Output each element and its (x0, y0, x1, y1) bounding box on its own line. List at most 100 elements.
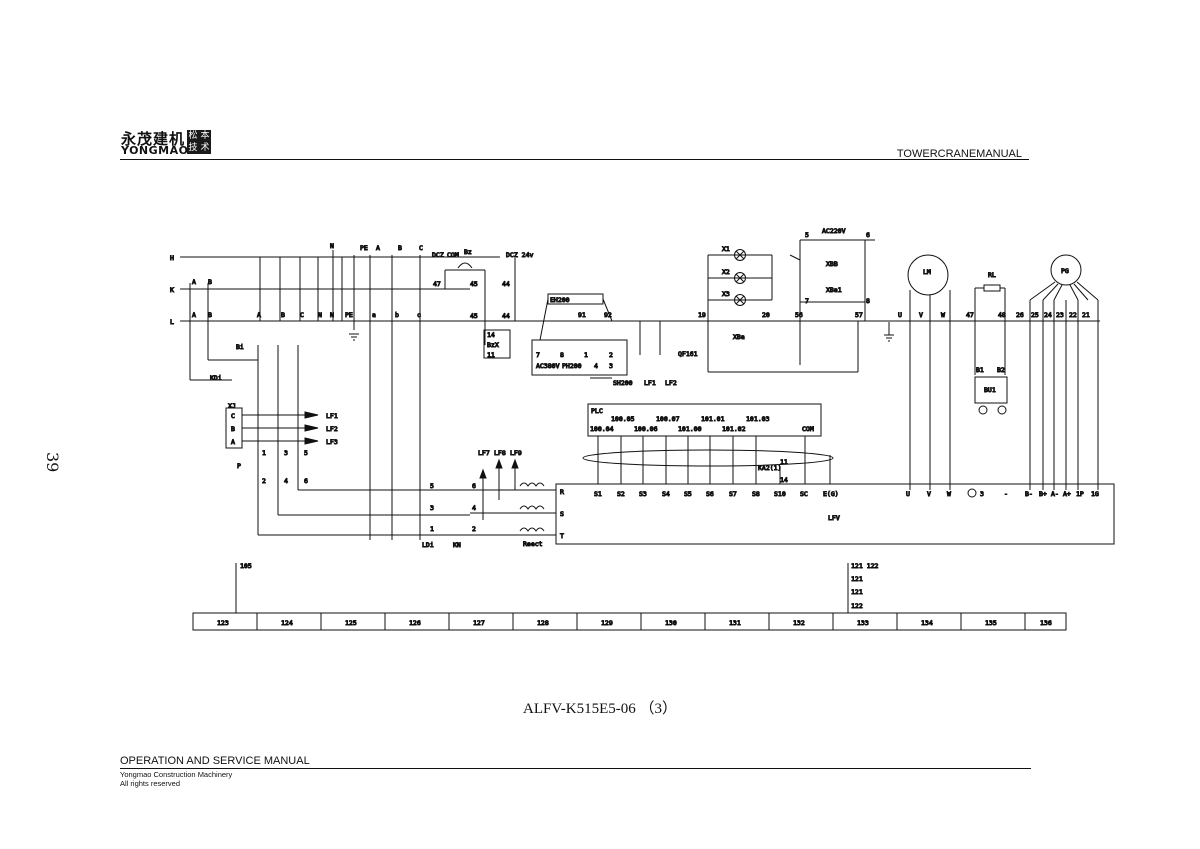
line-label-l: B (208, 311, 212, 319)
switch-num: 5 (304, 449, 308, 457)
plc-block (587, 403, 822, 437)
eh-term: 92 (604, 311, 612, 319)
eh-term: 2 (609, 351, 613, 359)
plc-top: 100.05 (611, 415, 635, 423)
ac-term: 5 (805, 231, 809, 239)
switch-num: 3 (284, 449, 288, 457)
plc-top: 101.01 (701, 415, 725, 423)
buzzer-symbol (444, 258, 516, 345)
ac-label: XBa (733, 333, 745, 341)
switch-num: 1 (262, 449, 266, 457)
lfv-term: S6 (706, 490, 714, 498)
bus-label: L (170, 318, 174, 326)
ac-label: XBa1 (826, 286, 842, 294)
lfv-term: S8 (752, 490, 760, 498)
motor-lm (907, 254, 949, 296)
seal-char: 本 (200, 131, 210, 141)
ac-label: XBB (826, 260, 838, 268)
ac-term: 56 (795, 311, 803, 319)
motor-lm-term: U (898, 311, 902, 319)
lf-right: LF1 (644, 379, 656, 387)
footer-rule (120, 768, 1031, 769)
dc-term: 47 (433, 280, 441, 288)
ld-label: KN (453, 541, 461, 549)
lfv-term: SC (800, 490, 808, 498)
lf-mid: LF7 (478, 449, 490, 457)
lf-right: LF2 (665, 379, 677, 387)
rst-label: R (560, 488, 564, 496)
lf-left: LF3 (326, 438, 338, 446)
dc-label: Bz (464, 248, 472, 256)
encoder-pg (1050, 254, 1082, 286)
plc-bot: 101.00 (678, 425, 702, 433)
ac-term: 6 (866, 231, 870, 239)
line-label-l: c (417, 311, 421, 319)
rl-term: 48 (998, 311, 1006, 319)
eh-term: 7 (536, 351, 540, 359)
pg-term: 24 (1044, 311, 1052, 319)
eh-term: 91 (578, 311, 586, 319)
top-label: N (330, 242, 334, 250)
ruler-cell: 129 (601, 619, 613, 627)
lamp-label: X1 (722, 245, 730, 253)
rl-term: 47 (966, 311, 974, 319)
ac-term: 20 (762, 311, 770, 319)
plc-top: 100.07 (656, 415, 680, 423)
diagram-caption: ALFV-K515E5-06 （3） (522, 701, 678, 717)
bottom-ref: 122 (851, 602, 863, 610)
bottom-ref: 105 (240, 562, 252, 570)
line-label-l: A (192, 311, 196, 319)
ruler-cell: 135 (985, 619, 997, 627)
eh-term: 8 (560, 351, 564, 359)
bus-label: K (170, 286, 174, 294)
lfv-term: - (1004, 490, 1008, 498)
pg-term: 22 (1069, 311, 1077, 319)
ld-label: LDi (422, 541, 434, 549)
lfv-term: 1P (1076, 490, 1084, 498)
ruler-cell: 127 (473, 619, 485, 627)
ac-term: 8 (866, 297, 870, 305)
ruler-cell: 124 (281, 619, 293, 627)
qf-label: QF161 (678, 350, 698, 358)
seal-char: 术 (200, 143, 210, 153)
line-label-l: C (300, 311, 304, 319)
lfv-term: W (947, 490, 951, 498)
top-risers (189, 250, 421, 540)
lfv-term: S3 (639, 490, 647, 498)
ground-symbol-2 (884, 322, 894, 342)
bzx-label: BzX (487, 341, 499, 349)
lfv-term: B+ (1039, 490, 1047, 498)
lamp-label: X2 (722, 268, 730, 276)
plc-bot: COM (802, 425, 814, 433)
ac-label: AC220V (822, 227, 846, 235)
resistor-rl (983, 284, 1001, 292)
ruler-cell: 125 (345, 619, 357, 627)
bu1-unit (974, 376, 1008, 404)
plc-bot: 100.04 (590, 425, 614, 433)
rl-term: B2 (997, 366, 1005, 374)
lfv-term: A+ (1063, 490, 1071, 498)
dc-label: DCZ 24v (506, 251, 533, 259)
line-label-l: b (395, 311, 399, 319)
footer-rights: All rights reserved (120, 779, 181, 788)
dc-term: 44 (502, 312, 510, 320)
bzx-label: 14 (487, 331, 495, 339)
line-label-l: B (281, 311, 285, 319)
pg-term: 25 (1031, 311, 1039, 319)
ruler-cell: 128 (537, 619, 549, 627)
ruler-cell: 136 (1040, 619, 1052, 627)
pg-term: 26 (1016, 311, 1024, 319)
ground-symbol (349, 333, 359, 341)
lfv-term: 3 (980, 490, 984, 498)
ld-wiring (470, 458, 556, 536)
lamp-block (707, 249, 859, 373)
ruler-cell: 126 (409, 619, 421, 627)
switch-num: 6 (304, 477, 308, 485)
bottom-ref: 121 122 (851, 562, 878, 570)
left-label: KDi (210, 374, 222, 382)
lfv-term: 1G (1091, 490, 1099, 498)
left-label: XJ (228, 402, 236, 410)
line-label-l: N (318, 311, 322, 319)
top-label: C (419, 244, 423, 252)
